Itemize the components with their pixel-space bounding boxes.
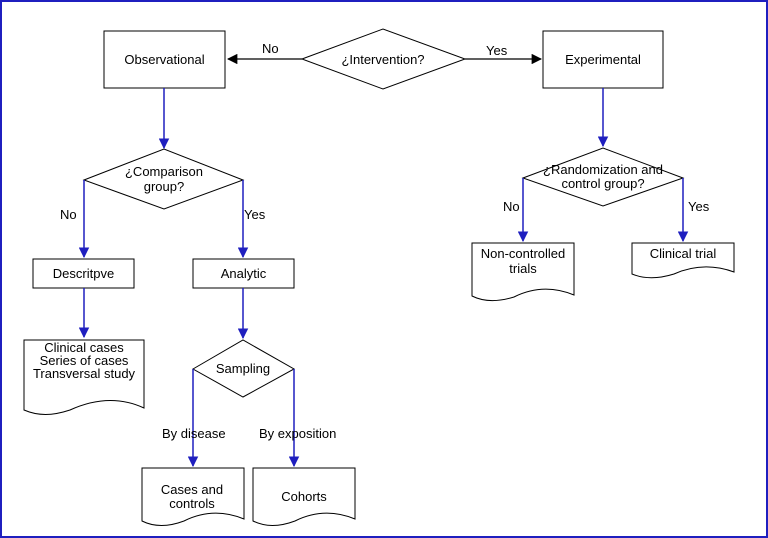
randomization-label-line1: ¿Randomization and [543,162,663,177]
observational-box [103,30,226,89]
edge-label-comparison-yes: Yes [244,207,266,222]
edge-label-randomization-yes: Yes [688,199,710,214]
experimental-box [542,30,664,89]
analytic-box [192,258,295,289]
intervention-label: ¿Intervention? [341,52,424,67]
non-controlled-line2: trials [509,261,537,276]
randomization-label-line2: control group? [561,176,644,191]
experimental-label: Experimental [565,52,641,67]
descriptive-types-line2: Series of cases [40,353,129,368]
observational-label: Observational [124,52,204,67]
analytic-label: Analytic [221,266,267,281]
edge-label-by-exposition: By exposition [259,426,336,441]
descriptive-types-line1: Clinical cases [44,340,124,355]
descriptive-box [32,258,135,289]
edge-label-intervention-no: No [262,41,279,56]
descriptive-types-document [23,339,145,415]
cases-controls-document [141,467,245,526]
clinical-trial-document [631,242,735,279]
cases-controls-line2: controls [169,496,215,511]
cases-controls-line1: Cases and [161,482,223,497]
descriptive-types-line3: Transversal study [33,366,136,381]
sampling-label: Sampling [216,361,270,376]
cohorts-document [252,467,356,526]
non-controlled-trials-document [471,242,575,302]
comparison-label-line1: ¿Comparison [125,164,203,179]
cohorts-label: Cohorts [281,489,327,504]
non-controlled-line1: Non-controlled [481,246,566,261]
edge-label-randomization-no: No [503,199,520,214]
descriptive-label: Descritpve [53,266,114,281]
comparison-label-line2: group? [144,179,184,194]
clinical-trial-label: Clinical trial [650,246,717,261]
edge-label-by-disease: By disease [162,426,226,441]
edge-label-comparison-no: No [60,207,77,222]
edge-label-intervention-yes: Yes [486,43,508,58]
